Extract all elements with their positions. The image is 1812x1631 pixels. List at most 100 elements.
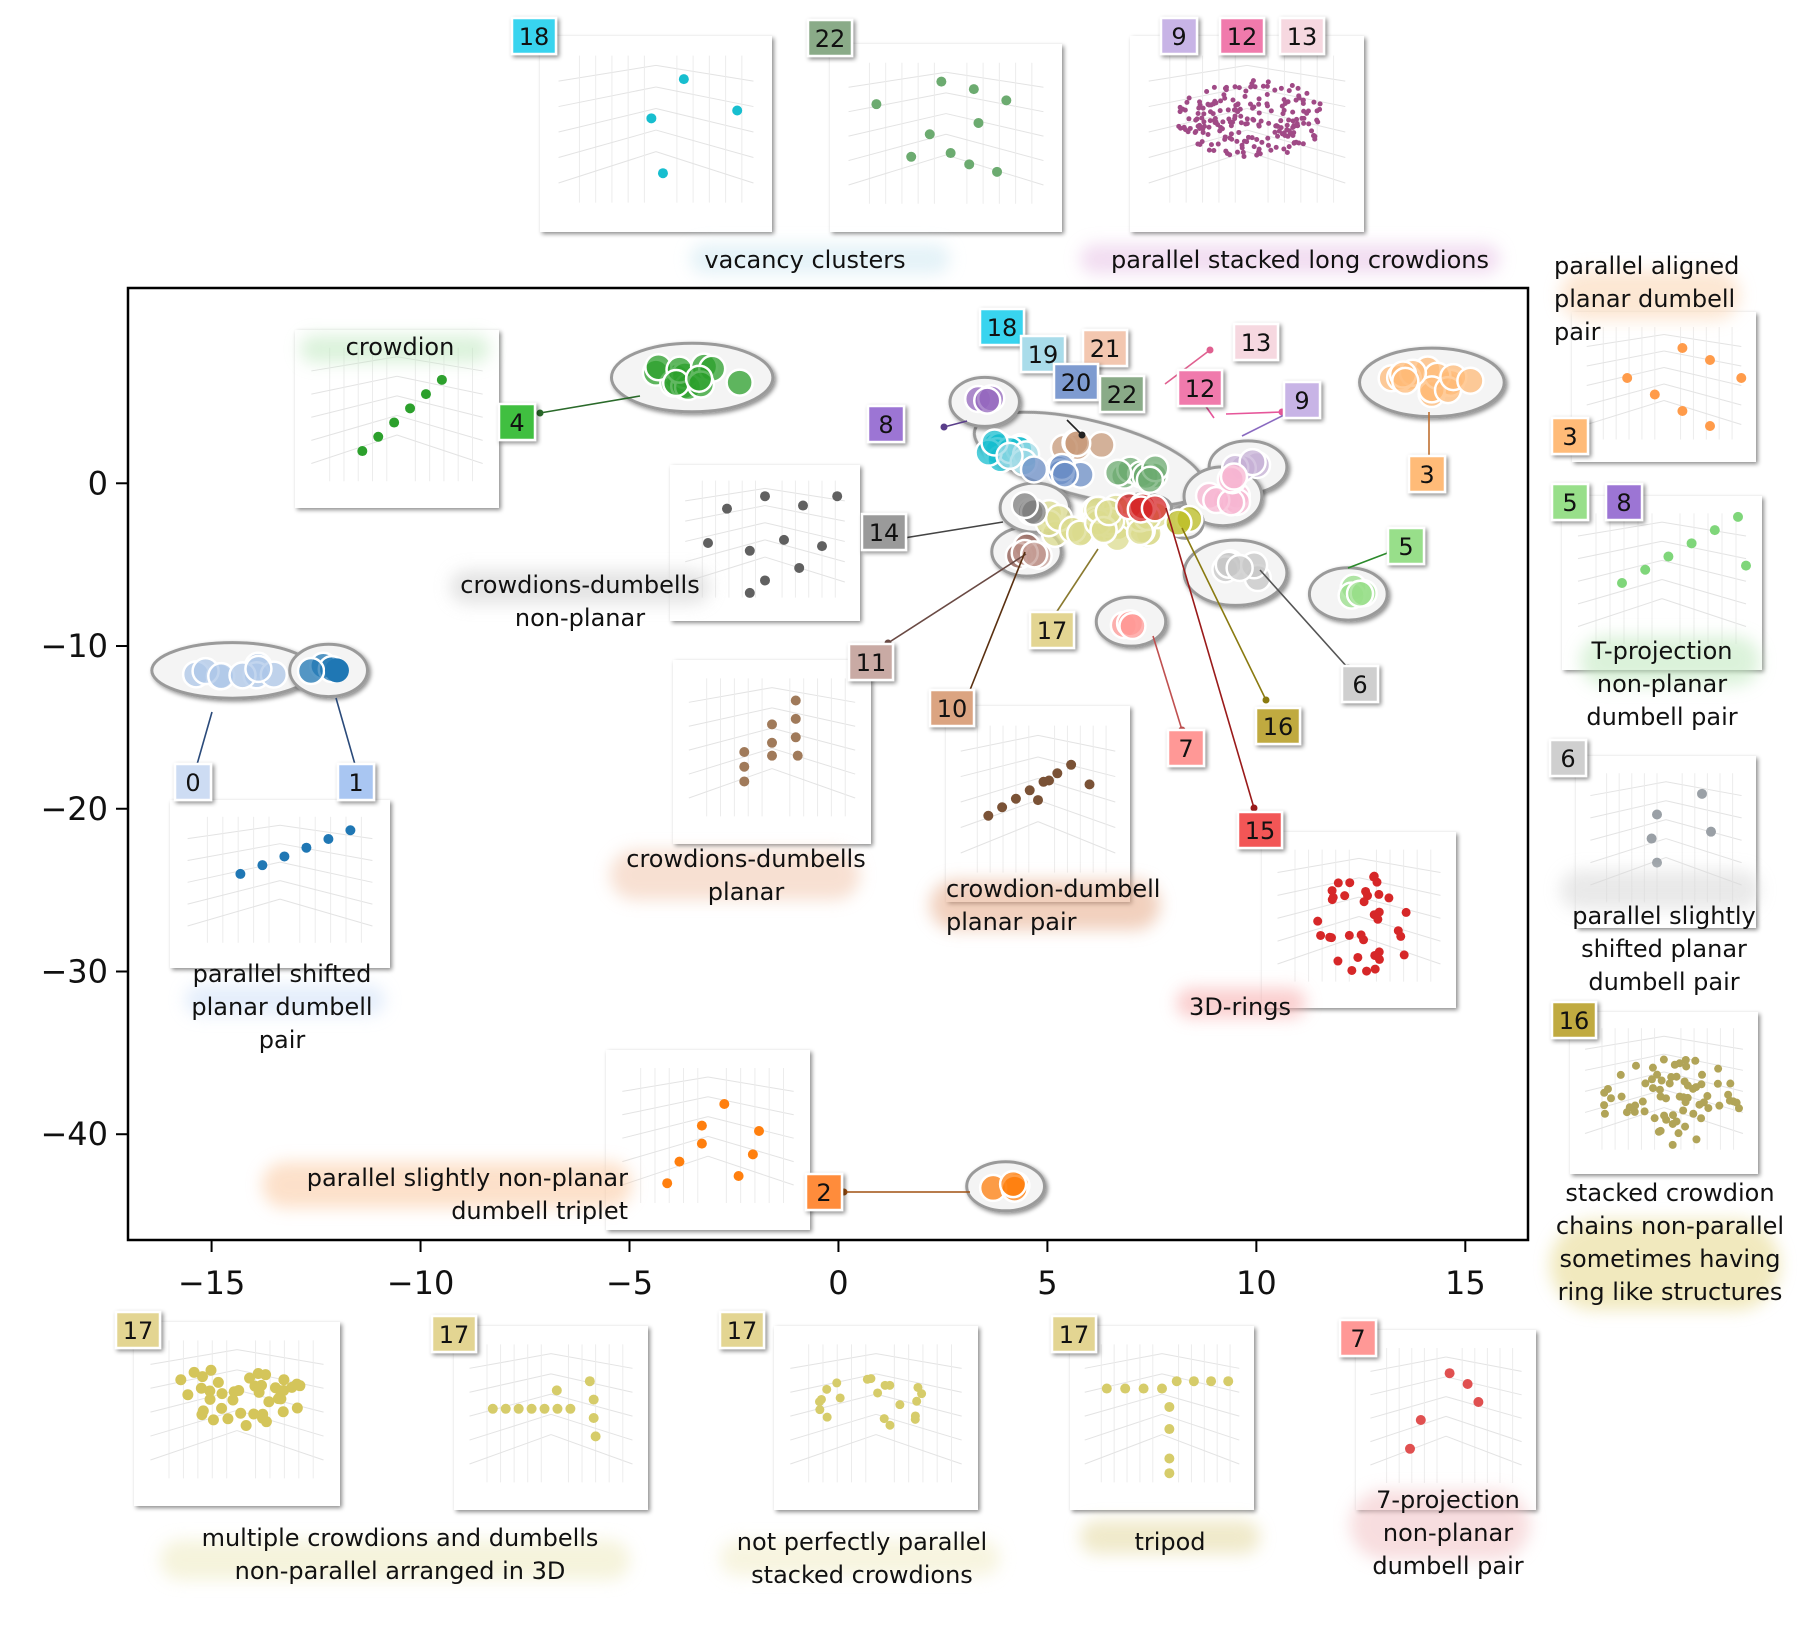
svg-text:15: 15 <box>1245 817 1276 845</box>
caption-highlights <box>160 244 1780 1580</box>
inset-atom <box>1275 133 1281 139</box>
svg-text:13: 13 <box>1241 329 1272 357</box>
inset-atom <box>1236 85 1242 91</box>
badge-1: 1 <box>336 762 376 802</box>
inset-atom <box>1674 1129 1683 1138</box>
inset-atom <box>1713 1079 1722 1088</box>
leader-11 <box>887 553 1027 644</box>
svg-text:12: 12 <box>1185 375 1216 403</box>
inset-atom <box>1657 1076 1666 1085</box>
svg-text:3: 3 <box>1419 461 1434 489</box>
cluster-points <box>150 341 1506 1213</box>
inset-atom <box>279 851 290 862</box>
inset-atom <box>1311 99 1317 105</box>
badge-2: 2 <box>804 1172 844 1212</box>
inset-atom <box>1247 101 1253 107</box>
glow-stacked <box>1080 244 1500 274</box>
inset-atom <box>1186 95 1192 101</box>
inset-atom <box>1200 129 1206 135</box>
inset-atom <box>1256 101 1262 107</box>
inset-atom <box>526 1403 537 1414</box>
inset-atom <box>1232 113 1238 119</box>
inset-atom <box>1176 123 1182 129</box>
inset-atom <box>1211 84 1217 90</box>
inset-atom <box>1243 121 1249 127</box>
inset-atom <box>1315 119 1321 125</box>
inset-atom <box>1630 1107 1639 1116</box>
inset-atom <box>1299 115 1305 121</box>
inset-atom <box>1281 146 1287 152</box>
inset-atom <box>1201 119 1207 125</box>
svg-text:21: 21 <box>1090 335 1121 363</box>
cluster-1-point <box>296 656 326 686</box>
inset-atom <box>196 1371 208 1383</box>
inset-atom <box>835 1393 845 1403</box>
inset-atom <box>235 1407 247 1419</box>
cluster-22-point <box>1103 458 1133 487</box>
badge-12: 12 <box>1176 368 1224 408</box>
inset-thumbnails <box>134 36 1762 1510</box>
inset-atom <box>565 1403 576 1414</box>
inset-atom <box>1282 100 1288 106</box>
inset-atom <box>1205 101 1211 107</box>
inset-atom <box>1258 118 1264 124</box>
inset-atom <box>235 868 246 879</box>
inset-atom <box>1399 950 1409 960</box>
svg-text:9: 9 <box>1171 23 1186 51</box>
inset-atom <box>657 168 668 179</box>
inset-atom <box>1200 105 1206 111</box>
inset-atom <box>1646 833 1657 844</box>
inset-atom <box>744 545 755 556</box>
inset-atom <box>1234 149 1240 155</box>
inset-atom <box>205 1364 217 1376</box>
inset-atom <box>301 842 312 853</box>
inset-atom <box>646 113 657 124</box>
y-tick-label: 0 <box>88 464 108 502</box>
inset-atom <box>822 1412 832 1422</box>
inset-atom <box>1311 132 1317 138</box>
inset-atom <box>1265 135 1271 141</box>
leader-6 <box>1259 569 1349 669</box>
badge-20: 20 <box>1052 362 1100 402</box>
inset-atom <box>1241 153 1247 159</box>
x-tick-label: 0 <box>828 1264 848 1302</box>
inset-atom <box>1345 878 1355 888</box>
inset-atom <box>1281 107 1287 113</box>
inset-atom <box>1675 1059 1684 1068</box>
inset-atom <box>1256 122 1262 128</box>
inset-atom <box>175 1374 187 1386</box>
svg-text:17: 17 <box>727 1317 758 1345</box>
inset-atom <box>1697 1080 1706 1089</box>
inset-atom <box>1265 79 1271 85</box>
badge-11: 11 <box>847 642 895 682</box>
inset-atom <box>1207 118 1213 124</box>
inset-atom <box>1222 95 1228 101</box>
cluster-15-point <box>1140 494 1170 523</box>
inset-atom <box>1709 525 1720 536</box>
inset-atom <box>1084 779 1095 790</box>
inset-atom <box>1210 111 1216 117</box>
badge-17: 17 <box>1028 610 1076 650</box>
inset-atom <box>815 1397 825 1407</box>
cluster-16-point <box>1164 508 1193 537</box>
inset-atom <box>1281 97 1287 103</box>
inset-atom <box>1650 1114 1659 1123</box>
inset-atom <box>1227 135 1233 141</box>
inset-atom <box>1197 102 1203 108</box>
inset-atom <box>1698 1070 1707 1079</box>
inset-atom <box>1401 907 1411 917</box>
cluster-3-point <box>1456 366 1485 395</box>
inset-atom <box>1217 128 1223 134</box>
inset-atom <box>1681 1055 1690 1064</box>
inset-atom <box>1697 1114 1706 1123</box>
inset-atom <box>1177 104 1183 110</box>
glow-vacancy <box>690 244 950 274</box>
inset-atom <box>906 151 917 162</box>
leader-4 <box>539 395 641 414</box>
inset-atom <box>1290 118 1296 124</box>
